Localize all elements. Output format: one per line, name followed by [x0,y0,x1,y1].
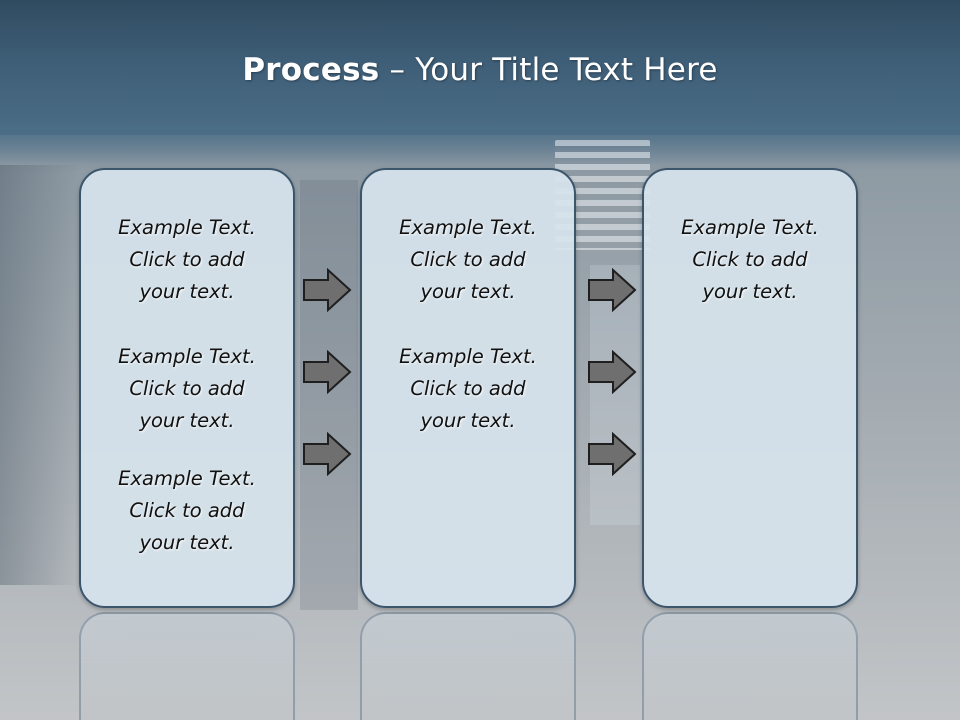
process-box-2[interactable]: Example Text. Click to add your text. Ex… [360,168,576,608]
text-line: Click to add [129,248,245,271]
text-line: Example Text. [399,216,537,239]
process-box-3-reflection [642,612,858,720]
slide-title[interactable]: Process – Your Title Text Here [0,52,960,88]
process-box-1-reflection [79,612,295,720]
background-panel-middle [300,180,358,610]
process-box-2-reflection [360,612,576,720]
text-line: Click to add [129,377,245,400]
text-line: Click to add [129,499,245,522]
text-block[interactable]: Example Text. Click to add your text. [362,212,574,308]
header-fade [0,125,960,165]
background-panel-left [0,165,80,585]
text-line: Click to add [410,248,526,271]
slide-title-rest: – Your Title Text Here [379,52,718,88]
text-line: Example Text. [399,345,537,368]
text-block[interactable]: Example Text. Click to add your text. [644,212,856,308]
right-arrow-icon [303,350,352,394]
right-arrow-icon [303,268,352,312]
right-arrow-icon [588,268,637,312]
header-band [0,0,960,135]
text-block[interactable]: Example Text. Click to add your text. [81,341,293,437]
text-line: Example Text. [681,216,819,239]
right-arrow-icon [303,432,352,476]
right-arrow-icon [588,432,637,476]
text-line: Example Text. [118,216,256,239]
text-line: Click to add [692,248,808,271]
text-line: your text. [420,280,516,303]
text-line: your text. [702,280,798,303]
text-block[interactable]: Example Text. Click to add your text. [362,341,574,437]
text-block[interactable]: Example Text. Click to add your text. [81,212,293,308]
text-line: your text. [139,409,235,432]
right-arrow-icon [588,350,637,394]
text-line: your text. [420,409,516,432]
process-box-1[interactable]: Example Text. Click to add your text. Ex… [79,168,295,608]
text-line: your text. [139,280,235,303]
text-line: Click to add [410,377,526,400]
slide-title-bold: Process [242,52,380,88]
process-box-3[interactable]: Example Text. Click to add your text. [642,168,858,608]
text-line: your text. [139,531,235,554]
text-block[interactable]: Example Text. Click to add your text. [81,463,293,559]
text-line: Example Text. [118,345,256,368]
text-line: Example Text. [118,467,256,490]
